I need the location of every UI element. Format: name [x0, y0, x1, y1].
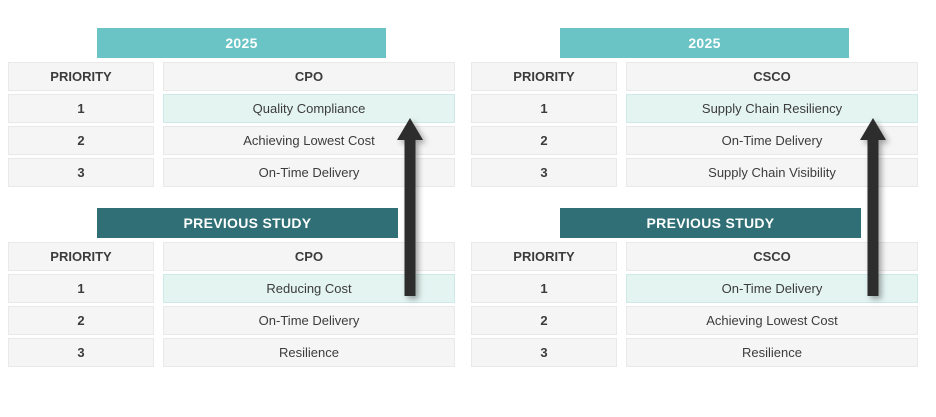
cpo-previous-study-table: PRIORITY CPO 1 Reducing Cost 2 On-Time D… — [8, 242, 455, 367]
table-row: 3 Supply Chain Visibility — [471, 158, 918, 187]
table-header-row: PRIORITY CPO — [8, 62, 455, 91]
table-row: 1 On-Time Delivery — [471, 274, 918, 303]
priority-column-header: PRIORITY — [8, 242, 154, 271]
csco-column-header: CSCO — [626, 62, 918, 91]
cpo-2025-banner-label: 2025 — [225, 35, 258, 51]
priority-rank: 3 — [471, 338, 617, 367]
table-row: 2 On-Time Delivery — [8, 306, 455, 335]
table-row: 3 Resilience — [8, 338, 455, 367]
table-row: 3 Resilience — [471, 338, 918, 367]
priority-column-header: PRIORITY — [471, 242, 617, 271]
priority-rank: 1 — [8, 94, 154, 123]
priority-rank: 2 — [471, 306, 617, 335]
priority-value: Achieving Lowest Cost — [626, 306, 918, 335]
cpo-column-header: CPO — [163, 242, 455, 271]
priority-column-header: PRIORITY — [471, 62, 617, 91]
priority-rank: 1 — [471, 94, 617, 123]
cpo-previous-study-banner: PREVIOUS STUDY — [97, 208, 398, 238]
csco-2025-banner: 2025 — [560, 28, 849, 58]
priority-rank: 3 — [8, 158, 154, 187]
csco-2025-table: PRIORITY CSCO 1 Supply Chain Resiliency … — [471, 62, 918, 187]
priority-value-highlighted: On-Time Delivery — [626, 274, 918, 303]
csco-group: 2025 PRIORITY CSCO 1 Supply Chain Resili… — [471, 0, 918, 370]
priority-value-highlighted: Quality Compliance — [163, 94, 455, 123]
priority-value: Resilience — [626, 338, 918, 367]
priority-value: On-Time Delivery — [163, 158, 455, 187]
cpo-group: 2025 PRIORITY CPO 1 Quality Compliance 2… — [8, 0, 455, 370]
priority-column-header: PRIORITY — [8, 62, 154, 91]
table-header-row: PRIORITY CPO — [8, 242, 455, 271]
priority-value: On-Time Delivery — [626, 126, 918, 155]
csco-previous-study-table: PRIORITY CSCO 1 On-Time Delivery 2 Achie… — [471, 242, 918, 367]
priority-value: On-Time Delivery — [163, 306, 455, 335]
csco-previous-study-banner-label: PREVIOUS STUDY — [646, 215, 775, 231]
table-header-row: PRIORITY CSCO — [471, 242, 918, 271]
priority-rank: 3 — [471, 158, 617, 187]
priority-rank: 2 — [8, 306, 154, 335]
table-header-row: PRIORITY CSCO — [471, 62, 918, 91]
table-row: 3 On-Time Delivery — [8, 158, 455, 187]
table-row: 2 Achieving Lowest Cost — [471, 306, 918, 335]
priority-value: Resilience — [163, 338, 455, 367]
cpo-2025-table: PRIORITY CPO 1 Quality Compliance 2 Achi… — [8, 62, 455, 187]
priority-rank: 2 — [471, 126, 617, 155]
priority-value-highlighted: Supply Chain Resiliency — [626, 94, 918, 123]
priority-value: Achieving Lowest Cost — [163, 126, 455, 155]
cpo-column-header: CPO — [163, 62, 455, 91]
csco-2025-banner-label: 2025 — [688, 35, 721, 51]
cpo-previous-study-banner-label: PREVIOUS STUDY — [183, 215, 312, 231]
table-row: 1 Reducing Cost — [8, 274, 455, 303]
csco-column-header: CSCO — [626, 242, 918, 271]
cpo-2025-banner: 2025 — [97, 28, 386, 58]
priority-rank: 3 — [8, 338, 154, 367]
csco-previous-study-banner: PREVIOUS STUDY — [560, 208, 861, 238]
table-row: 2 On-Time Delivery — [471, 126, 918, 155]
priority-value-highlighted: Reducing Cost — [163, 274, 455, 303]
priority-rank: 1 — [471, 274, 617, 303]
priority-rank: 2 — [8, 126, 154, 155]
table-row: 2 Achieving Lowest Cost — [8, 126, 455, 155]
priority-rank: 1 — [8, 274, 154, 303]
table-row: 1 Quality Compliance — [8, 94, 455, 123]
table-row: 1 Supply Chain Resiliency — [471, 94, 918, 123]
priority-value: Supply Chain Visibility — [626, 158, 918, 187]
